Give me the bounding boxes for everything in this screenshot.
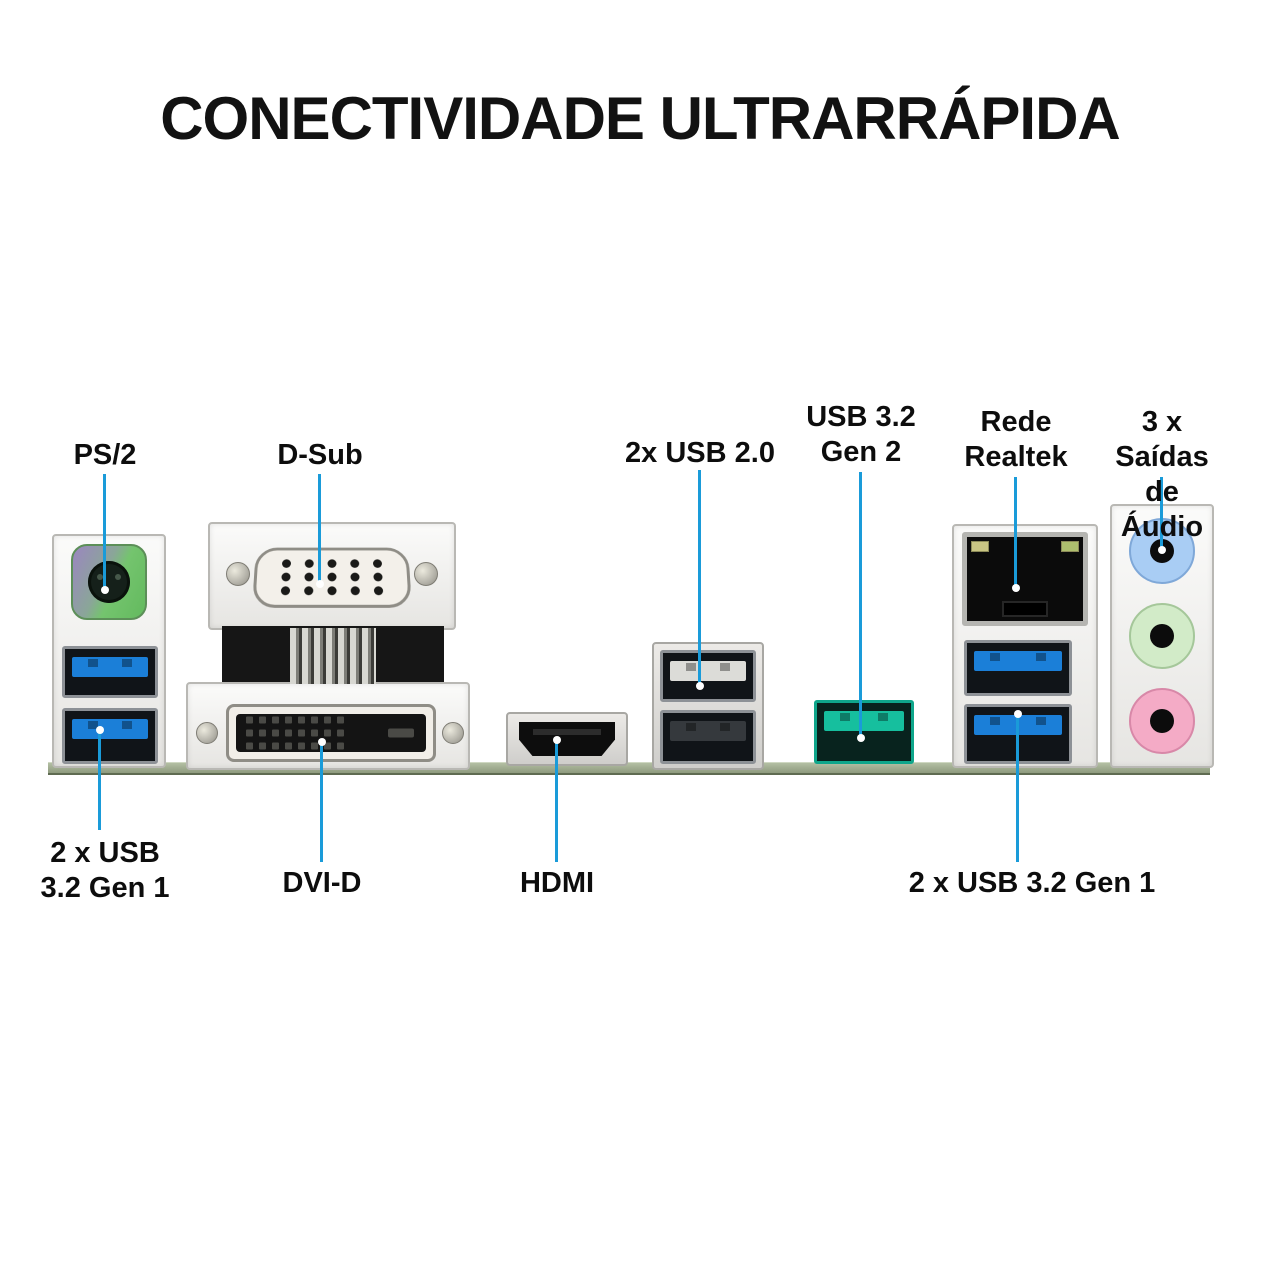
- leader-line-usb32gen1-left: [98, 726, 101, 830]
- dvi-port: [226, 704, 436, 762]
- dsub-screw-left: [226, 562, 250, 586]
- usb-tongue: [974, 651, 1062, 671]
- leader-line-hdmi: [555, 738, 558, 862]
- usb2-port-bottom: [660, 710, 756, 764]
- leader-line-lan: [1014, 477, 1017, 590]
- dsub-screw-right: [414, 562, 438, 586]
- usb-tongue: [670, 661, 746, 681]
- dsub-pin-grid: [280, 559, 384, 596]
- dvi-blade-slot: [388, 728, 414, 738]
- leader-line-dvid: [320, 740, 323, 862]
- lan-led-right: [1061, 541, 1079, 552]
- audio-jack-mic: [1129, 688, 1195, 754]
- callout-usb20: 2x USB 2.0: [625, 437, 775, 469]
- dvi-screw-right: [442, 722, 464, 744]
- dsub-pin-row: [280, 586, 384, 596]
- usb2-port-top: [660, 650, 756, 702]
- usb3-gen1-port-left-top: [62, 646, 158, 698]
- callout-usb32gen1-left: 2 x USB 3.2 Gen 1: [40, 837, 170, 904]
- usb-tongue: [72, 719, 148, 739]
- leader-line-usb20: [698, 470, 701, 688]
- dsub-pin-row: [281, 572, 383, 582]
- usb-tongue: [824, 711, 904, 731]
- callout-usb32gen1-right: 2 x USB 3.2 Gen 1: [908, 867, 1156, 899]
- leader-dot-usb20: [696, 682, 704, 690]
- leader-line-dsub: [318, 474, 321, 586]
- leader-dot-hdmi: [553, 736, 561, 744]
- ps2-socket-hole: [88, 561, 130, 603]
- callout-dvid: DVI-D: [282, 867, 362, 899]
- leader-dot-lan: [1012, 584, 1020, 592]
- dvi-recess: [236, 714, 426, 752]
- leader-dot-dsub: [316, 580, 324, 588]
- usb-tongue: [670, 721, 746, 741]
- rj45-latch-slot: [1002, 601, 1048, 617]
- lan-led-left: [971, 541, 989, 552]
- ps2-port: [71, 544, 147, 620]
- callout-usb32gen2: USB 3.2 Gen 2: [806, 401, 916, 468]
- leader-dot-ps2: [101, 586, 109, 594]
- leader-line-usb32gen2: [859, 472, 862, 740]
- leader-line-ps2: [103, 474, 106, 592]
- page-title: CONECTIVIDADE ULTRARRÁPIDA: [160, 85, 1121, 152]
- leader-dot-dvid: [318, 738, 326, 746]
- audio-jack-line-out: [1129, 603, 1195, 669]
- usb32-gen2-port: [814, 700, 914, 764]
- usb3-gen1-port-left-bottom: [62, 708, 158, 764]
- callout-ps2: PS/2: [73, 439, 137, 471]
- leader-dot-audio: [1158, 546, 1166, 554]
- leader-line-audio: [1160, 477, 1163, 550]
- callout-hdmi: HDMI: [519, 867, 595, 899]
- usb-tongue: [72, 657, 148, 677]
- leader-dot-usb32gen1-left: [96, 726, 104, 734]
- dsub-port: [252, 547, 412, 608]
- callout-lan: Rede Realtek: [964, 406, 1068, 473]
- dsub-pin-row: [281, 559, 383, 568]
- emi-shield-fingers: [290, 628, 376, 684]
- callout-audio: 3 x Saídas de Áudio: [1115, 406, 1209, 543]
- callout-dsub: D-Sub: [277, 439, 363, 471]
- leader-line-usb32gen1-right: [1016, 712, 1019, 862]
- usb3-gen1-port-right-top: [964, 640, 1072, 696]
- dvi-pin-grid: [246, 716, 344, 750]
- hdmi-port: [519, 722, 615, 756]
- hdmi-contacts: [533, 729, 601, 735]
- ethernet-port: [962, 532, 1088, 626]
- leader-dot-usb32gen2: [857, 734, 865, 742]
- dvi-screw-left: [196, 722, 218, 744]
- leader-dot-usb32gen1-right: [1014, 710, 1022, 718]
